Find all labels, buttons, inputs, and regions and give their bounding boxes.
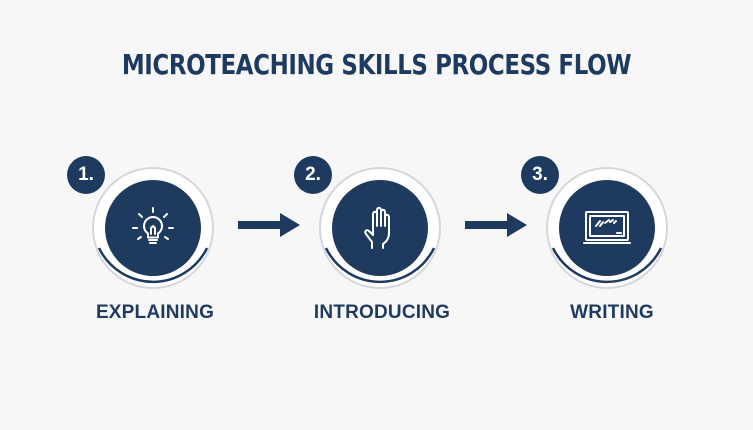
raised-hand-icon [364, 206, 390, 249]
step-label-writing: WRITING [570, 302, 654, 323]
step-introducing: 2. [294, 156, 442, 290]
step-explaining: 1. [67, 156, 215, 290]
step-disc [105, 180, 201, 276]
step-number-badge: 2. [294, 156, 332, 194]
step-label-explaining: EXPLAINING [95, 302, 215, 323]
step-disc [559, 180, 655, 276]
lightbulb-icon [132, 207, 174, 244]
blackboard-icon [583, 211, 631, 244]
page-title: MICROTEACHING SKILLS PROCESS FLOW [121, 48, 632, 81]
step-number-badge: 3. [521, 156, 559, 194]
arrow-right-icon [238, 213, 300, 237]
step-disc [332, 180, 428, 276]
arrow-right-icon [465, 213, 527, 237]
step-label-introducing: INTRODUCING [313, 302, 451, 323]
step-number-badge: 1. [67, 156, 105, 194]
step-writing: 3. [521, 156, 669, 290]
